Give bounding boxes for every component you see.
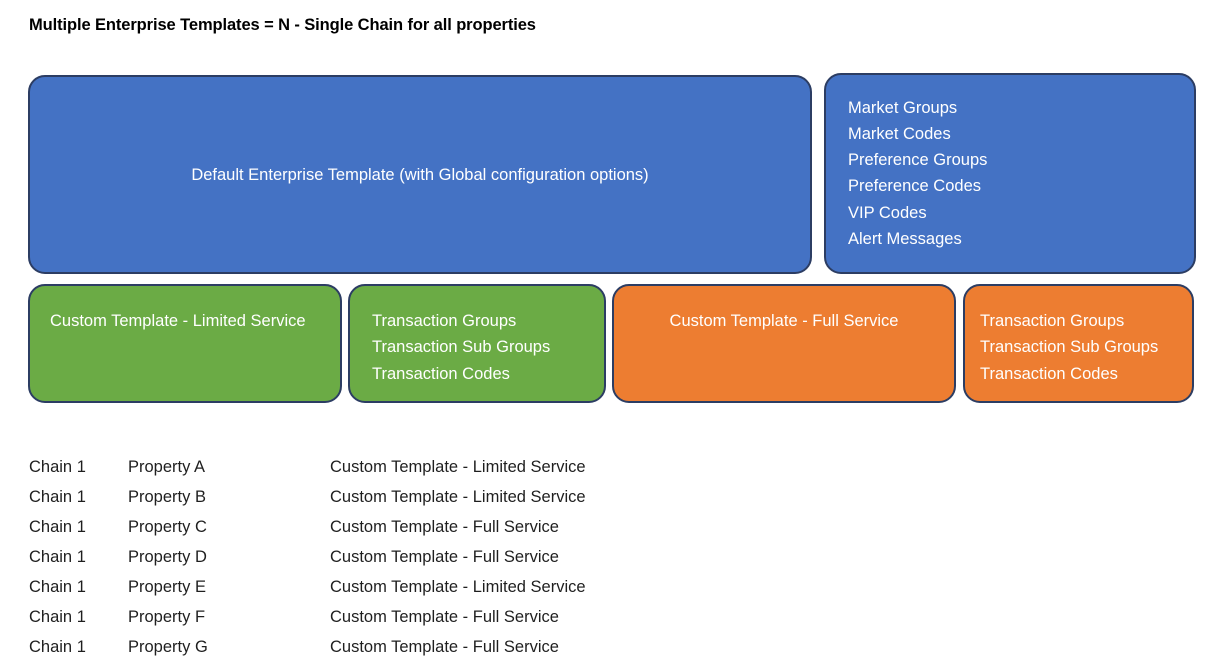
cell-property: Property G <box>128 638 208 656</box>
full-transactions-list: Transaction Groups Transaction Sub Group… <box>980 308 1182 387</box>
list-item: Transaction Groups <box>372 312 517 330</box>
table-row: Chain 1 Property G Custom Template - Ful… <box>29 632 1029 662</box>
list-item: Transaction Sub Groups <box>372 338 551 357</box>
cell-property: Property C <box>128 518 207 536</box>
table-row: Chain 1 Property A Custom Template - Lim… <box>29 452 1029 482</box>
table-row: Chain 1 Property C Custom Template - Ful… <box>29 512 1029 542</box>
table-row: Chain 1 Property F Custom Template - Ful… <box>29 602 1029 632</box>
list-item: Transaction Groups <box>980 312 1125 330</box>
property-assignment-table: Chain 1 Property A Custom Template - Lim… <box>29 452 1029 662</box>
node-default-enterprise-template-label: Default Enterprise Template (with Global… <box>191 165 649 184</box>
node-custom-template-full-service[interactable]: Custom Template - Full Service <box>612 284 956 403</box>
cell-template: Custom Template - Limited Service <box>330 458 586 476</box>
list-item: Alert Messages <box>848 230 962 249</box>
cell-template: Custom Template - Full Service <box>330 518 559 536</box>
cell-template: Custom Template - Full Service <box>330 548 559 566</box>
node-custom-template-limited-service[interactable]: Custom Template - Limited Service <box>28 284 342 403</box>
table-row: Chain 1 Property D Custom Template - Ful… <box>29 542 1029 572</box>
cell-template: Custom Template - Limited Service <box>330 488 586 506</box>
node-custom-template-full-service-label: Custom Template - Full Service <box>669 312 899 330</box>
node-default-enterprise-template[interactable]: Default Enterprise Template (with Global… <box>28 75 812 274</box>
cell-property: Property B <box>128 488 206 506</box>
cell-template: Custom Template - Limited Service <box>330 578 586 596</box>
list-item: Preference Groups <box>848 151 988 170</box>
table-row: Chain 1 Property B Custom Template - Lim… <box>29 482 1029 512</box>
cell-chain: Chain 1 <box>29 488 86 506</box>
node-global-codes[interactable]: Market Groups Market Codes Preference Gr… <box>824 73 1196 274</box>
cell-template: Custom Template - Full Service <box>330 608 559 626</box>
cell-chain: Chain 1 <box>29 638 86 656</box>
cell-template: Custom Template - Full Service <box>330 638 559 656</box>
global-codes-list: Market Groups Market Codes Preference Gr… <box>848 95 1184 253</box>
table-row: Chain 1 Property E Custom Template - Lim… <box>29 572 1029 602</box>
page-title: Multiple Enterprise Templates = N - Sing… <box>29 16 536 34</box>
cell-property: Property A <box>128 458 206 476</box>
list-item: Market Groups <box>848 98 958 117</box>
list-item: Preference Codes <box>848 177 981 196</box>
cell-property: Property D <box>128 548 207 566</box>
cell-chain: Chain 1 <box>29 578 86 596</box>
list-item: Transaction Sub Groups <box>980 338 1159 357</box>
list-item: Transaction Codes <box>372 364 510 383</box>
cell-chain: Chain 1 <box>29 518 86 536</box>
list-item: VIP Codes <box>848 203 927 222</box>
list-item: Transaction Codes <box>980 364 1118 383</box>
list-item: Market Codes <box>848 124 951 143</box>
cell-property: Property E <box>128 578 206 596</box>
node-full-transactions[interactable]: Transaction Groups Transaction Sub Group… <box>963 284 1194 403</box>
node-limited-transactions[interactable]: Transaction Groups Transaction Sub Group… <box>348 284 606 403</box>
cell-property: Property F <box>128 608 206 626</box>
node-custom-template-limited-service-label: Custom Template - Limited Service <box>50 312 306 330</box>
cell-chain: Chain 1 <box>29 548 86 566</box>
limited-transactions-list: Transaction Groups Transaction Sub Group… <box>372 308 594 387</box>
cell-chain: Chain 1 <box>29 458 86 476</box>
cell-chain: Chain 1 <box>29 608 86 626</box>
